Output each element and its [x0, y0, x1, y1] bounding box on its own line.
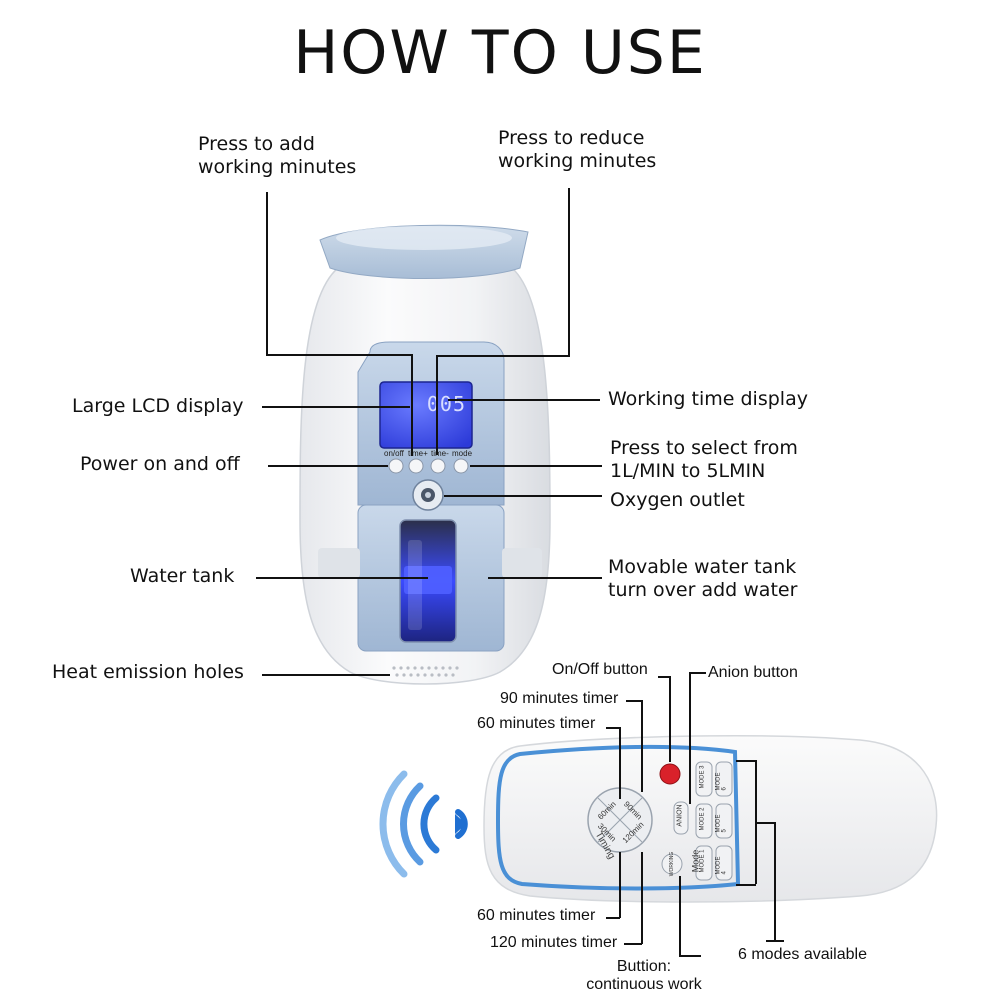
- leader-line: [444, 495, 602, 497]
- leader-line: [411, 354, 413, 456]
- timer-60-button[interactable]: 60min: [596, 799, 618, 822]
- label-working-time: Working time display: [608, 388, 808, 410]
- label-movable-tank: Movable water tank turn over add water: [608, 556, 798, 601]
- label-lcd: Large LCD display: [72, 395, 244, 417]
- label-remote-90: 90 minutes timer: [500, 690, 619, 707]
- leader-line: [606, 917, 620, 919]
- label-remote-60-top: 60 minutes timer: [477, 715, 596, 732]
- leader-line: [470, 465, 602, 467]
- label-remote-onoff: On/Off button: [552, 661, 648, 678]
- leader-line: [436, 355, 438, 455]
- label-power: Power on and off: [80, 453, 240, 475]
- leader-line: [266, 354, 412, 356]
- leader-line: [679, 876, 681, 956]
- label-add-minutes: Press to add working minutes: [198, 133, 357, 178]
- anion-button[interactable]: ANION: [676, 804, 684, 827]
- leader-line: [626, 700, 642, 702]
- mode-button[interactable]: [454, 459, 468, 473]
- leader-line: [488, 577, 602, 579]
- remote-mode-keys: MODE 3 MODE 6 MODE 2 MODE 5 MODE 1 MODE …: [696, 762, 732, 880]
- leader-line: [266, 192, 268, 354]
- leader-line: [448, 399, 600, 401]
- signal-dot: [455, 814, 466, 834]
- mode-5-button[interactable]: MODE 5: [715, 814, 728, 833]
- label-time-plus: time+: [408, 449, 428, 458]
- leader-line: [774, 822, 776, 940]
- leader-line: [624, 943, 642, 945]
- working-button[interactable]: WORKING: [669, 851, 676, 877]
- leader-line: [262, 406, 410, 408]
- label-remote-continuous: Buttion: continuous work: [586, 958, 702, 993]
- power-button[interactable]: [389, 459, 403, 473]
- page-title: HOW TO USE: [293, 18, 707, 88]
- lcd-display: 005: [380, 382, 472, 448]
- label-reduce-minutes: Press to reduce working minutes: [498, 127, 657, 172]
- leader-line: [606, 727, 620, 729]
- leader-line: [436, 355, 570, 357]
- label-remote-60-bottom: 60 minutes timer: [477, 907, 596, 924]
- wireless-signal-icon: [379, 770, 468, 878]
- leader-line: [256, 577, 428, 579]
- timer-90-button[interactable]: 90min: [622, 799, 644, 822]
- mode-1-button[interactable]: MODE 1: [699, 849, 706, 873]
- label-time-minus: time-: [431, 449, 449, 458]
- leader-line: [669, 676, 671, 762]
- label-remote-modes: 6 modes available: [738, 946, 867, 963]
- leader-line: [736, 760, 756, 762]
- leader-line: [641, 852, 643, 944]
- leader-line: [619, 852, 621, 918]
- label-remote-anion: Anion button: [708, 664, 798, 681]
- leader-line: [262, 674, 390, 676]
- leader-line: [689, 672, 691, 804]
- time-minus-button[interactable]: [431, 459, 445, 473]
- time-plus-button[interactable]: [409, 459, 423, 473]
- leader-line: [755, 822, 775, 824]
- mode-2-button[interactable]: MODE 2: [699, 807, 706, 831]
- mode-4-button[interactable]: MODE 4: [715, 856, 728, 875]
- leader-line: [619, 727, 621, 799]
- label-heat-holes: Heat emission holes: [52, 661, 244, 683]
- leader-line: [690, 672, 706, 674]
- mode-6-button[interactable]: MODE 6: [715, 772, 728, 791]
- leader-line: [679, 955, 701, 957]
- leader-line: [641, 700, 643, 792]
- label-water-tank: Water tank: [130, 565, 235, 587]
- leader-line: [268, 465, 388, 467]
- timer-120-button[interactable]: 120min: [620, 820, 646, 845]
- label-outlet: Oxygen outlet: [610, 489, 745, 511]
- lcd-digits: 005: [426, 392, 466, 416]
- leader-line: [736, 884, 756, 886]
- leader-line: [658, 676, 670, 678]
- label-select-flow: Press to select from 1L/MIN to 5LMIN: [610, 437, 798, 482]
- label-mode: mode: [452, 449, 473, 458]
- leader-line: [766, 940, 784, 942]
- mode-3-button[interactable]: MODE 3: [699, 765, 706, 789]
- remote-power-button[interactable]: [660, 764, 680, 784]
- leader-line: [568, 188, 570, 356]
- oxygen-concentrator: [299, 224, 551, 685]
- label-remote-120: 120 minutes timer: [490, 934, 618, 951]
- remote-control: [483, 734, 938, 903]
- label-onoff: on/off: [384, 449, 404, 458]
